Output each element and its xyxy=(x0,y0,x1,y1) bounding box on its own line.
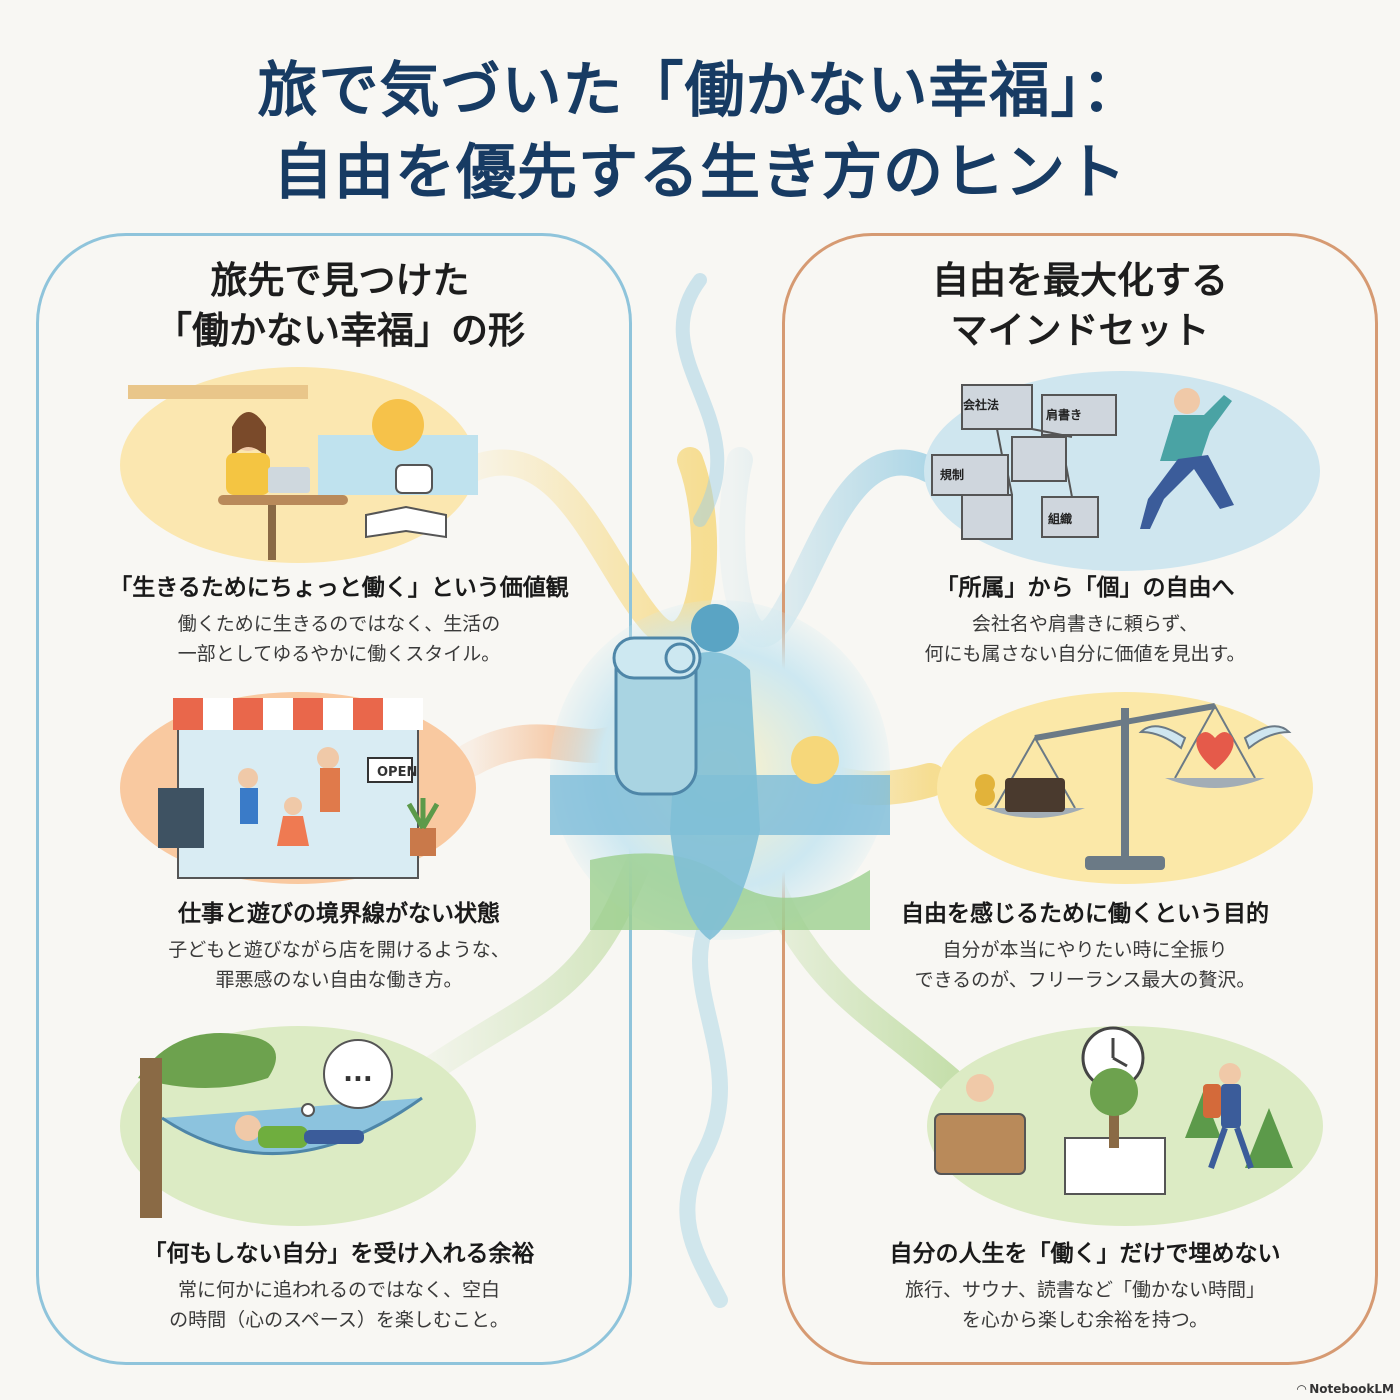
breaking-free-icon xyxy=(924,371,1320,571)
box-label-organization: 組織 xyxy=(1048,512,1073,526)
left-item-2-title: 仕事と遊びの境界線がない状態 xyxy=(178,901,500,927)
box-label-rules: 規制 xyxy=(940,468,965,482)
shop-open-sign: OPEN xyxy=(377,765,418,780)
box-label-title: 肩書き xyxy=(1046,408,1083,422)
page-title: 旅で気づいた「働かない幸福」： 自由を優先する生き方のヒント xyxy=(0,50,1400,214)
left-item-3-title: 「何もしない自分」を受け入れる余裕 xyxy=(143,1241,535,1267)
left-item-2-desc: 子どもと遊びながら店を開けるような、 罪悪感のない自由な働き方。 xyxy=(168,939,510,991)
left-item-1-title: 「生きるためにちょっと働く」という価値観 xyxy=(109,575,569,601)
left-panel-title: 旅先で見つけた 「働かない幸福」の形 xyxy=(155,259,525,352)
right-item-2-desc: 自分が本当にやりたい時に全振り できるのが、フリーランス最大の贅沢。 xyxy=(914,939,1256,991)
right-panel-title: 自由を最大化する マインドセット xyxy=(932,259,1228,352)
cafe-laptop-icon xyxy=(120,367,478,563)
left-item-3-desc: 常に何かに追われるのではなく、空白 の時間（心のスペース）を楽しむこと。 xyxy=(169,1279,509,1331)
right-item-1-title: 「所属」から「個」の自由へ xyxy=(935,575,1235,601)
shop-family-icon xyxy=(120,692,476,884)
right-item-3-desc: 旅行、サウナ、読書など「働かない時間」 を心から楽しむ余裕を持つ。 xyxy=(904,1279,1266,1331)
left-item-1-desc: 働くために生きるのではなく、生活の 一部としてゆるやかに働くスタイル。 xyxy=(177,613,501,665)
notebooklm-brand: ◠NotebookLM xyxy=(1296,1382,1394,1396)
right-item-3-title: 自分の人生を「働く」だけで埋めない xyxy=(889,1241,1281,1267)
box-label-company: 会社法 xyxy=(963,398,1000,412)
title-line-2: 自由を優先する生き方のヒント xyxy=(273,138,1127,208)
traveler-backpack-icon xyxy=(550,600,890,940)
thought-bubble-text: ... xyxy=(343,1058,373,1088)
title-line-1: 旅で気づいた「働かない幸福」： xyxy=(257,56,1143,126)
balance-scale-icon xyxy=(937,692,1313,884)
right-item-1-desc: 会社名や肩書きに頼らず、 何にも属さない自分に価値を見出す。 xyxy=(924,613,1246,665)
notebooklm-logo-icon: ◠ xyxy=(1296,1382,1307,1396)
hammock-icon xyxy=(120,1026,476,1226)
leisure-icon xyxy=(927,1026,1323,1226)
right-item-2-title: 自由を感じるために働くという目的 xyxy=(901,901,1269,927)
